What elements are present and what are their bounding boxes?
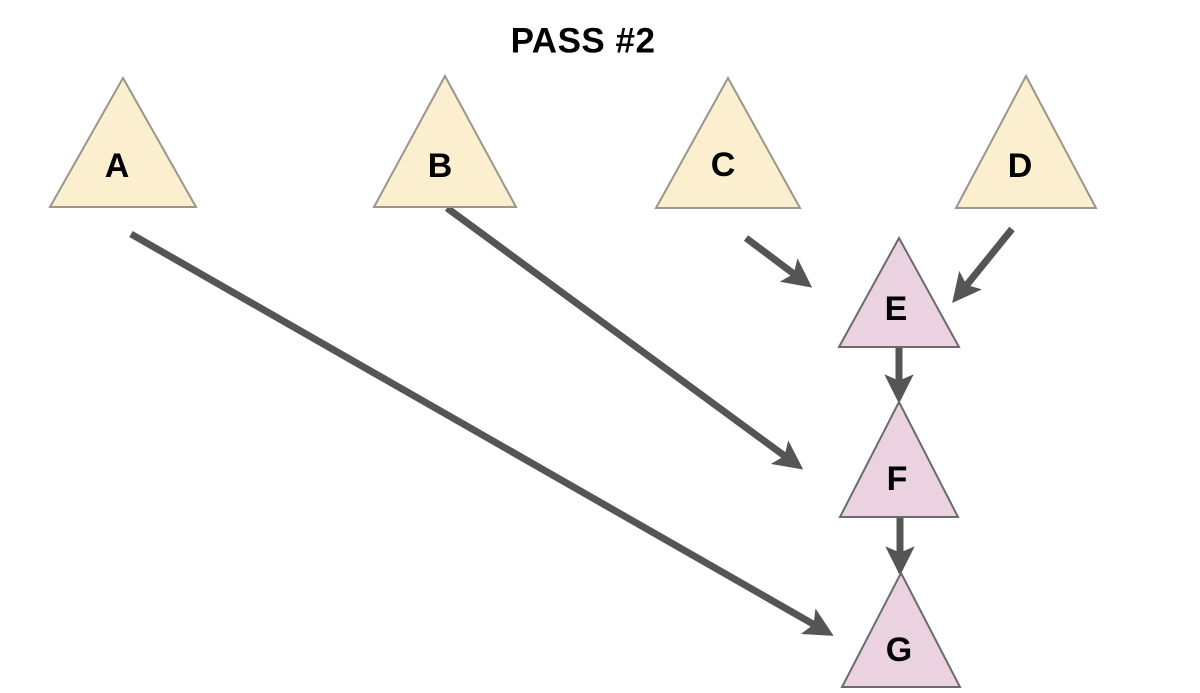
- edge-a-to-g: [129, 230, 834, 636]
- node-label-g: G: [886, 631, 912, 669]
- edge-b-to-f: [444, 205, 804, 470]
- edges-layer: [129, 205, 1015, 636]
- triangle-a[interactable]: [48, 75, 198, 208]
- node-label-c: C: [711, 146, 736, 184]
- node-f[interactable]: F: [838, 399, 960, 518]
- triangle-e[interactable]: [837, 235, 961, 348]
- nodes-layer: A B C D E F G: [48, 73, 1098, 688]
- node-label-a: A: [105, 147, 130, 185]
- triangle-f[interactable]: [838, 399, 960, 518]
- node-b[interactable]: B: [372, 73, 518, 208]
- triangle-d[interactable]: [954, 73, 1098, 209]
- node-label-e: E: [885, 290, 908, 328]
- node-label-f: F: [887, 460, 908, 498]
- triangle-b[interactable]: [372, 73, 518, 208]
- node-e[interactable]: E: [837, 235, 961, 348]
- node-label-d: D: [1008, 147, 1033, 185]
- edge-d-to-e: [952, 226, 1015, 303]
- triangle-g[interactable]: [840, 570, 962, 688]
- node-a[interactable]: A: [48, 75, 198, 208]
- node-d[interactable]: D: [954, 73, 1098, 209]
- node-c[interactable]: C: [654, 75, 802, 209]
- node-g[interactable]: G: [840, 570, 962, 688]
- node-label-b: B: [428, 147, 453, 185]
- edge-c-to-e: [743, 235, 813, 288]
- page-title: PASS #2: [511, 21, 656, 60]
- triangle-c[interactable]: [654, 75, 802, 209]
